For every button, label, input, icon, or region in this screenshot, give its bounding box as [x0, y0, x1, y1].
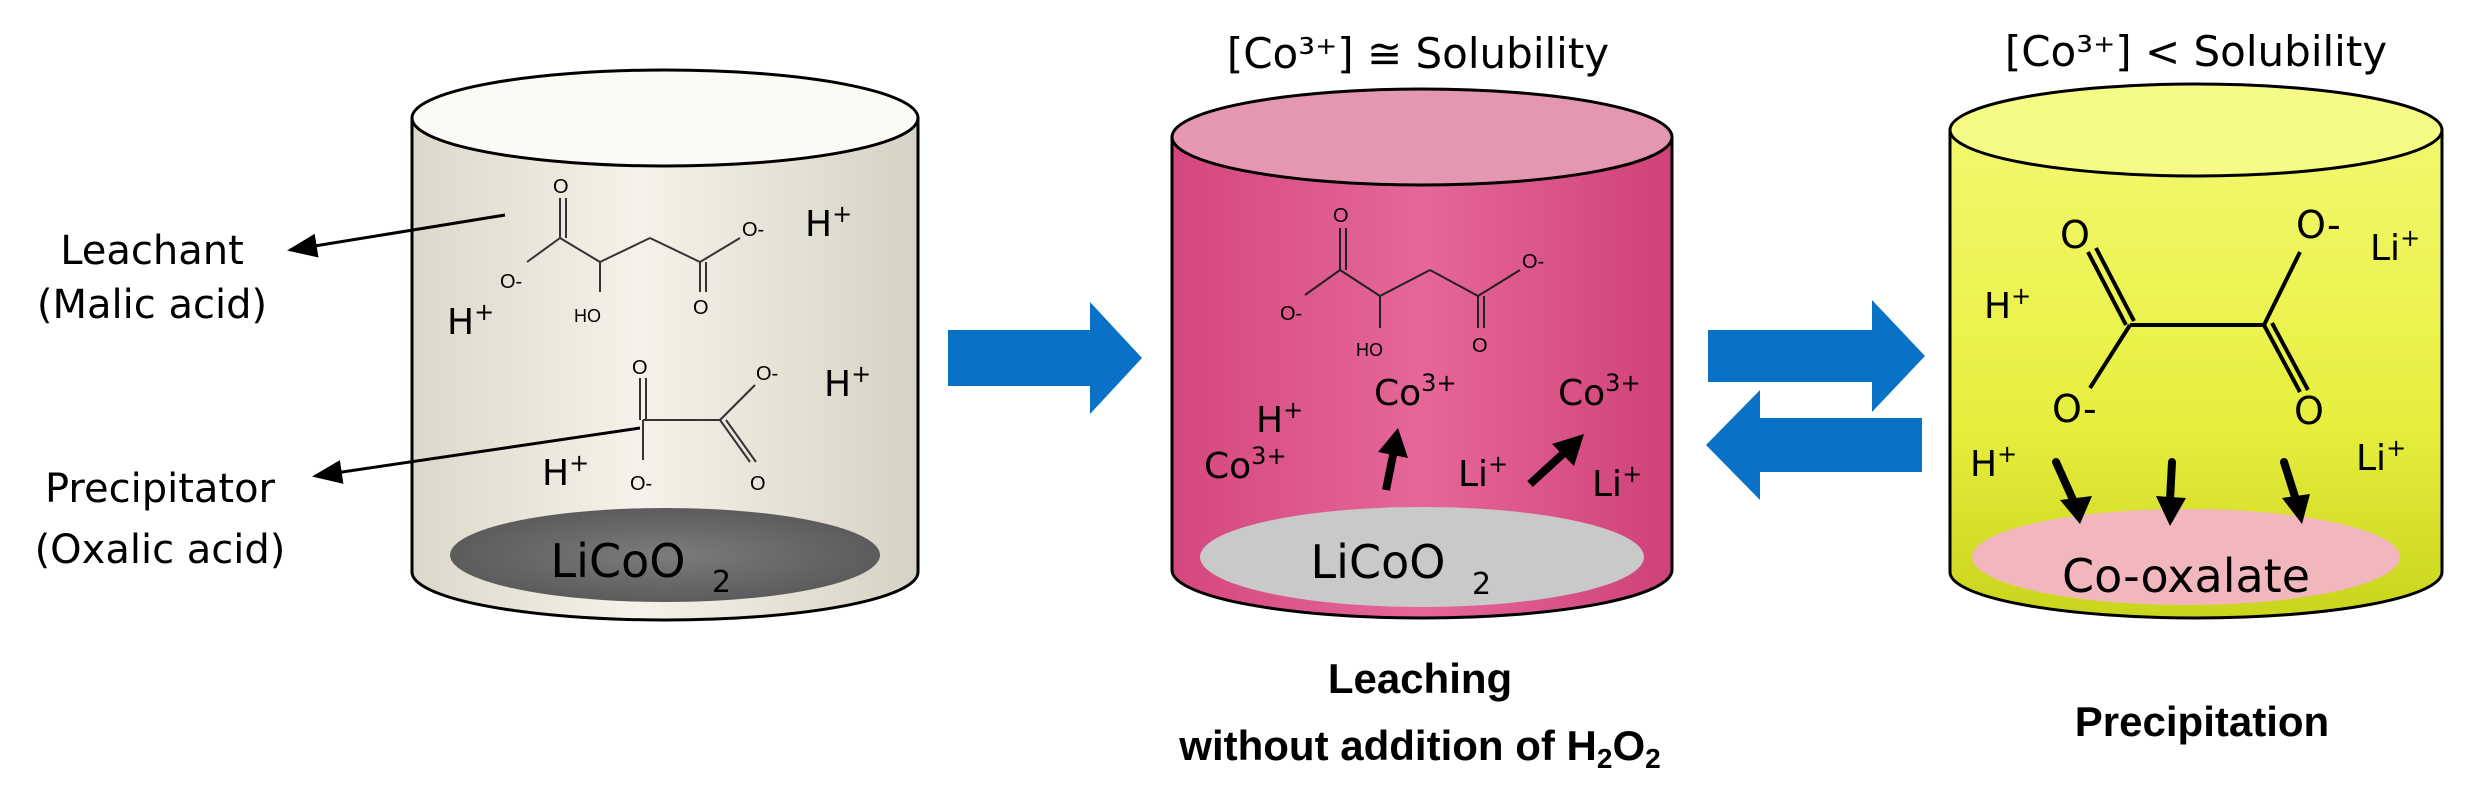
- malic2-o-minus-2: O-: [1522, 251, 1544, 273]
- malic2-ho: HO: [1356, 340, 1383, 360]
- down-arrows: [2052, 458, 2300, 506]
- ion2-co-2: Co3+: [1374, 369, 1457, 414]
- ion2-h: H+: [1256, 396, 1303, 441]
- co-oxalate-disk: [1972, 509, 2400, 605]
- malic-o-minus-1: O-: [500, 271, 522, 293]
- malic-acid-structure-2: [1304, 228, 1521, 328]
- malic-o-1: O: [553, 176, 569, 198]
- co-oxalate-label: Co-oxalate: [2062, 549, 2310, 603]
- precipitation-caption: Precipitation: [2075, 698, 2329, 745]
- leachant-sublabel: (Malic acid): [37, 282, 267, 328]
- forward-arrow-1: [948, 302, 1142, 414]
- beaker-2-body: [1170, 135, 1674, 620]
- oxalate-structure: [2086, 247, 2310, 393]
- ion3-li-1: Li+: [2370, 224, 2420, 269]
- leachant-pointer: [287, 213, 506, 258]
- beaker-1: LiCoO 2 O O- O O- HO: [410, 68, 920, 622]
- oxalic-o-2: O: [750, 473, 766, 495]
- beaker-2-rim: [1170, 87, 1674, 187]
- licoo2-disk-2: [1200, 507, 1644, 607]
- precipitator-sublabel: (Oxalic acid): [35, 527, 286, 573]
- up-arrow-co: [1382, 449, 1398, 491]
- licoo2-sub-1: 2: [712, 565, 731, 600]
- backward-arrow-2: [1706, 390, 1922, 500]
- oxalate-o-minus-2: O-: [2052, 387, 2097, 431]
- malic-ho: HO: [574, 306, 601, 326]
- solubility-label-2: [Co³⁺] ≅ Solubility: [1227, 29, 1609, 78]
- ion2-li-2: Li+: [1592, 460, 1642, 505]
- ion3-h-1: H+: [1984, 282, 2031, 327]
- oxalate-o-1: O: [2060, 213, 2090, 257]
- ion2-co-3: Co3+: [1558, 369, 1641, 414]
- solubility-label-3: [Co³⁺] < Solubility: [2005, 27, 2387, 76]
- ion2-li-1: Li+: [1458, 450, 1508, 495]
- beaker-1-body: [410, 116, 920, 622]
- oxalate-o-2: O: [2294, 389, 2324, 433]
- leaching-caption: Leaching: [1328, 655, 1512, 702]
- leaching-caption-line2: without addition of H2O2: [1178, 722, 1660, 774]
- ion-h-1: H+: [805, 200, 852, 245]
- oxalic-acid-structure-1: [639, 378, 757, 463]
- up-arrow-co-head: [1378, 428, 1408, 458]
- malic-acid-structure-1: [526, 198, 741, 292]
- licoo2-sub-2: 2: [1472, 567, 1491, 602]
- forward-arrow-2: [1708, 300, 1925, 412]
- malic2-o-minus-1: O-: [1280, 303, 1302, 325]
- ion-h-4: H+: [542, 449, 589, 494]
- malic2-o-2: O: [1472, 335, 1488, 357]
- oxalate-o-minus-1: O-: [2296, 203, 2341, 247]
- licoo2-label-2: LiCoO: [1311, 535, 1446, 589]
- malic-o-minus-2: O-: [742, 219, 764, 241]
- ion2-co-1: Co3+: [1204, 442, 1287, 487]
- precipitator-label: Precipitator: [45, 466, 276, 512]
- beaker-3: Co-oxalate O O- O- O H+ H+ Li+ Li+: [1948, 82, 2444, 620]
- oxalic-o-minus-2: O-: [630, 473, 652, 495]
- oxalic-o-1: O: [632, 357, 648, 379]
- ion-h-2: H+: [447, 298, 494, 343]
- down-arrow-heads: [2060, 494, 2310, 526]
- oxalic-o-minus-1: O-: [756, 363, 778, 385]
- malic2-o-1: O: [1333, 205, 1349, 227]
- malic-o-2: O: [693, 297, 709, 319]
- licoo2-disk-1: [450, 508, 880, 602]
- beaker-3-rim: [1948, 82, 2444, 178]
- precipitator-pointer: [312, 426, 641, 484]
- leachant-label: Leachant: [60, 228, 244, 274]
- licoo2-label-1: LiCoO: [551, 534, 686, 588]
- ion3-li-2: Li+: [2356, 434, 2406, 479]
- beaker-2: LiCoO 2 O O- O O- HO H+ Co3+ Co3+ Co3+ L…: [1170, 87, 1674, 620]
- ion-h-3: H+: [824, 360, 871, 405]
- diag-arrow-co: [1527, 449, 1568, 487]
- ion3-h-2: H+: [1970, 440, 2017, 485]
- beaker-1-rim: [410, 68, 920, 168]
- diag-arrow-co-head: [1552, 434, 1584, 466]
